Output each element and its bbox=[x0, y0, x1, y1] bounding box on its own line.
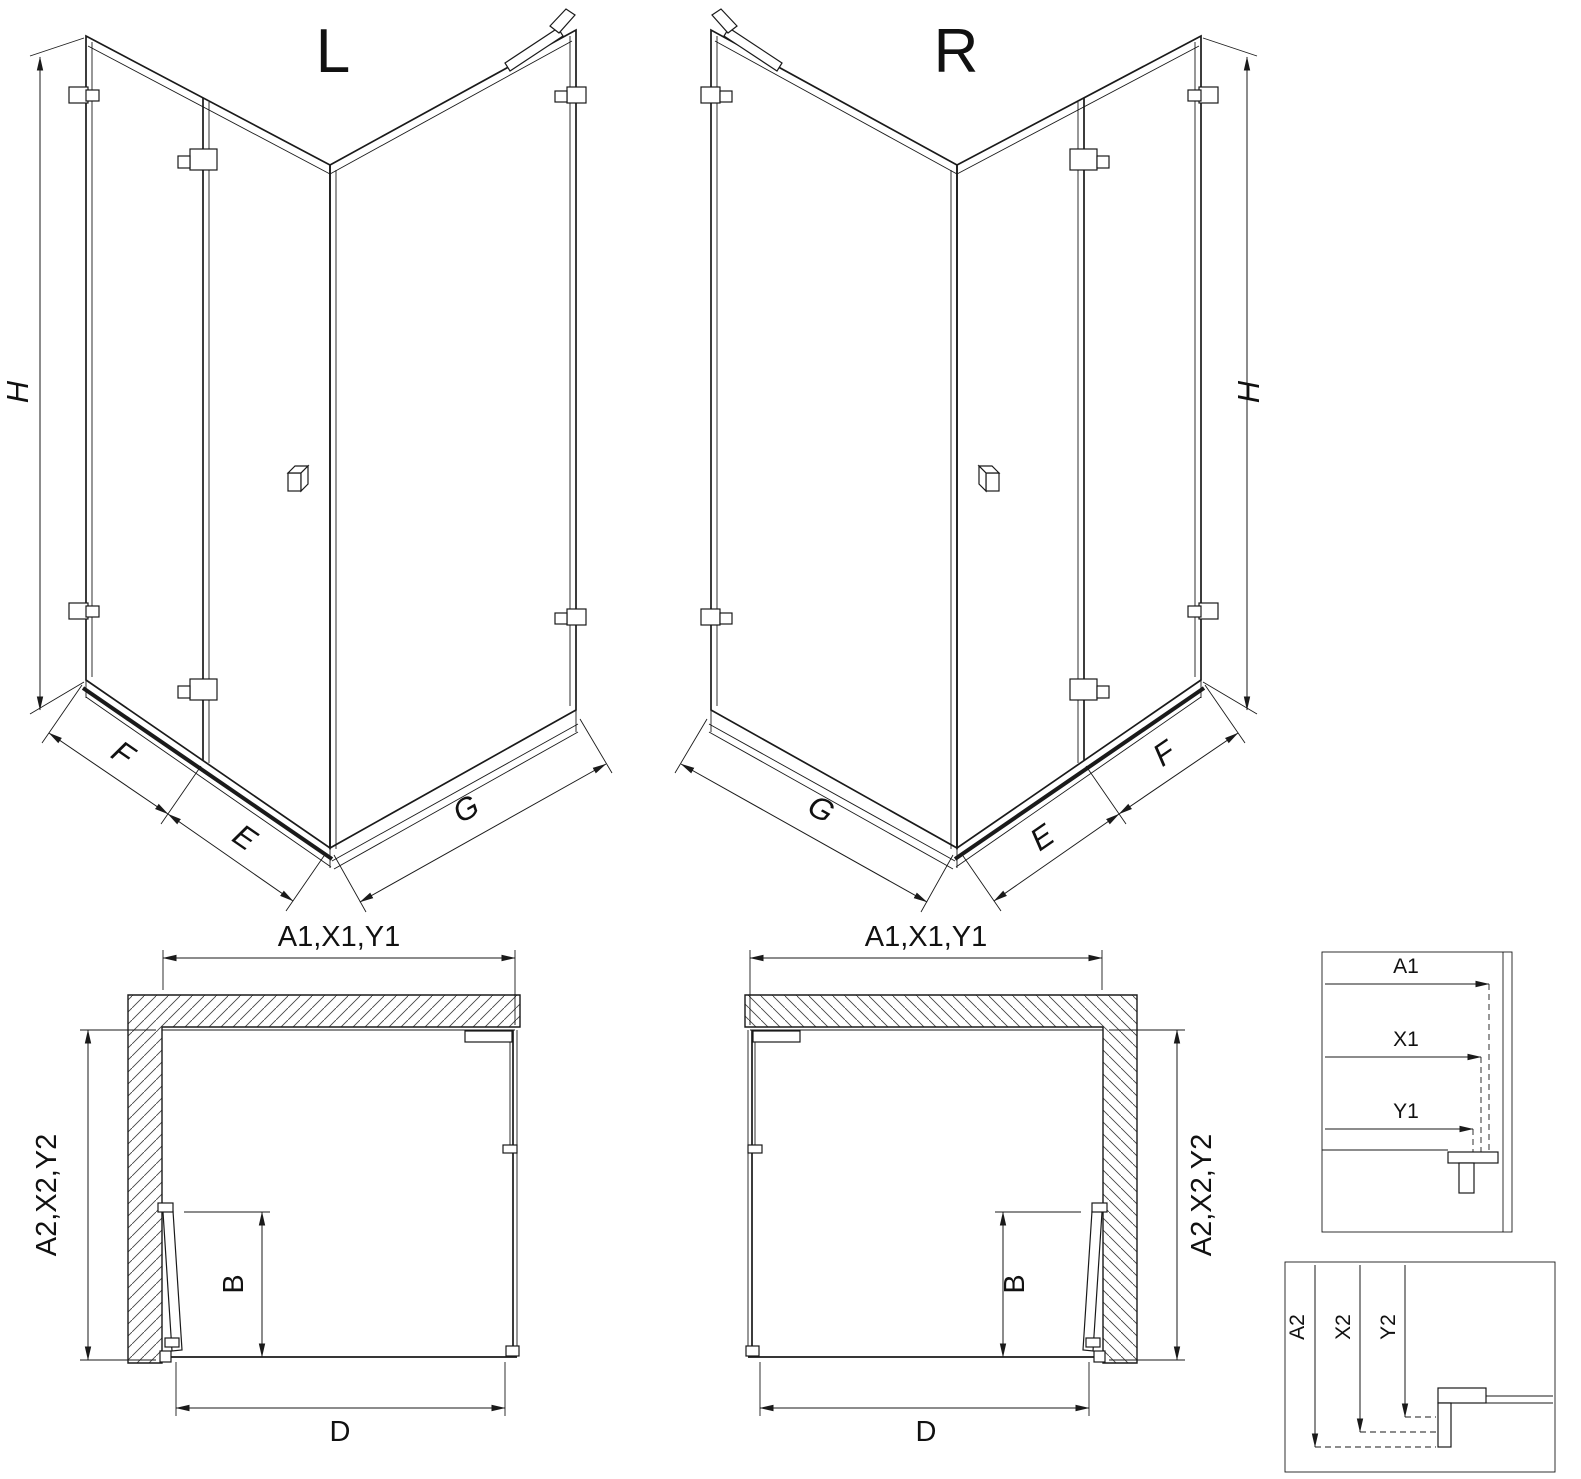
depth-detail-profile-leg bbox=[1437, 1402, 1452, 1448]
plan-left-width-label: A1,X1,Y1 bbox=[278, 921, 401, 953]
plan-left-depth-label: A2,X2,Y2 bbox=[31, 1134, 63, 1257]
plan-view-right: A1,X1,Y1 A2,X2,Y2 B D bbox=[745, 921, 1218, 1448]
depth-detail-box bbox=[1284, 1261, 1556, 1473]
detail-width-row-y1: Y1 bbox=[1393, 1100, 1419, 1123]
width-detail-box bbox=[1321, 951, 1513, 1233]
plan-right-entry-width-label: D bbox=[916, 1416, 937, 1448]
width-detail-panel: A1 X1 Y1 bbox=[1321, 951, 1513, 1233]
depth-detail-glass-line bbox=[1486, 1395, 1553, 1404]
detail-depth-row-x2: X2 bbox=[1332, 1314, 1355, 1340]
depth-detail-profile-bar bbox=[1437, 1387, 1487, 1404]
plan-right-depth-label: A2,X2,Y2 bbox=[1186, 1134, 1218, 1257]
detail-depth-row-y2: Y2 bbox=[1377, 1314, 1400, 1340]
detail-width-row-x1: X1 bbox=[1393, 1028, 1419, 1051]
plan-view-left: A1,X1,Y1 A2,X2,Y2 B D bbox=[31, 921, 520, 1448]
width-detail-profile-bar bbox=[1447, 1151, 1499, 1164]
detail-width-row-a1: A1 bbox=[1393, 955, 1419, 978]
depth-detail-reference-dashes bbox=[1315, 1416, 1436, 1448]
width-detail-profile-leg bbox=[1458, 1162, 1475, 1194]
width-detail-reference-dashes bbox=[1472, 984, 1490, 1153]
depth-detail-panel: A2 X2 Y2 bbox=[1284, 1261, 1556, 1473]
plan-right-width-label: A1,X1,Y1 bbox=[865, 921, 988, 953]
iso-right-height-label: H bbox=[1231, 380, 1266, 403]
iso-left-height-label: H bbox=[0, 380, 35, 403]
iso-right-variant-label: R bbox=[934, 17, 979, 86]
plan-right-door-width-label: B bbox=[999, 1274, 1031, 1293]
plan-left-entry-width-label: D bbox=[330, 1416, 351, 1448]
detail-depth-row-a2: A2 bbox=[1286, 1314, 1309, 1340]
iso-left-variant-label: L bbox=[316, 17, 350, 86]
plan-left-door-width-label: B bbox=[218, 1274, 250, 1293]
